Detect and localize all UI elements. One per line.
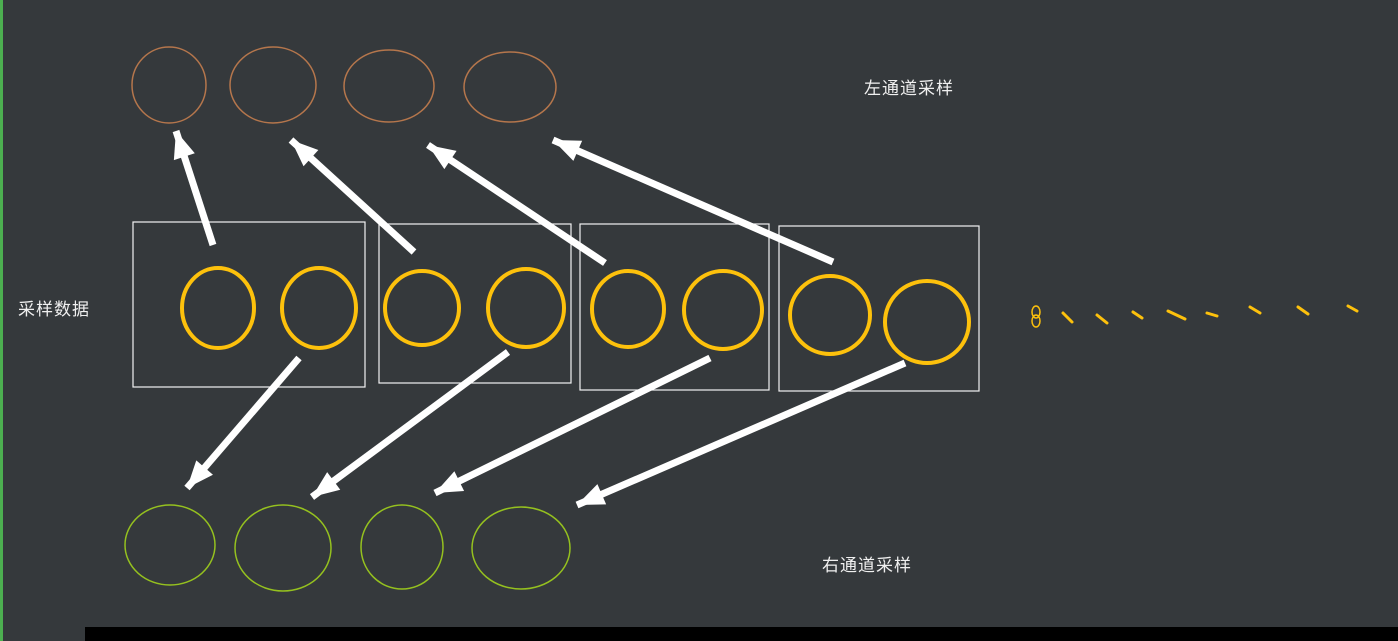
- sample-frame-box: [579, 223, 770, 391]
- sample-circle: [883, 279, 971, 365]
- continuation-dash: [1296, 305, 1310, 316]
- right-channel-sample-ellipse: [360, 504, 444, 590]
- sample-circle: [682, 269, 764, 351]
- sample-circle: [486, 267, 566, 349]
- continuation-dash: [1095, 313, 1109, 325]
- left-channel-sample-ellipse: [131, 46, 207, 124]
- arrow-to-right-channel: [184, 355, 302, 491]
- sample-circle: [788, 274, 872, 356]
- right-channel-label: 右通道采样: [822, 556, 912, 575]
- source-data-label: 采样数据: [18, 300, 90, 319]
- right-channel-sample-ellipse: [471, 506, 571, 590]
- left-channel-sample-ellipse: [463, 51, 557, 123]
- right-channel-sample-ellipse: [124, 504, 216, 586]
- sample-frame-box: [378, 223, 572, 384]
- screen-share-left-border: [0, 0, 3, 641]
- left-channel-sample-ellipse: [343, 49, 435, 123]
- left-channel-label: 左通道采样: [864, 79, 954, 98]
- sample-circle: [383, 269, 461, 347]
- arrow-to-right-channel: [575, 359, 907, 509]
- right-channel-sample-ellipse: [234, 504, 332, 592]
- continuation-dash: [1248, 305, 1262, 315]
- sample-circle: [280, 266, 358, 350]
- left-channel-sample-ellipse: [229, 46, 317, 124]
- sample-circle: [180, 266, 256, 350]
- arrow-to-right-channel: [309, 349, 511, 500]
- continuation-dash: [1131, 310, 1144, 320]
- arrow-to-left-channel: [551, 136, 835, 266]
- sample-frame-box: [132, 221, 366, 388]
- sample-circle: [590, 269, 666, 349]
- continuation-dash: [1061, 311, 1074, 324]
- arrow-to-right-channel: [433, 354, 712, 497]
- continuation-squiggle: [1031, 314, 1041, 328]
- arrow-to-left-channel: [172, 129, 217, 247]
- continuation-dash: [1346, 304, 1359, 313]
- continuation-dash: [1205, 311, 1219, 318]
- taskbar-strip: [85, 627, 1398, 641]
- continuation-dash: [1166, 309, 1187, 321]
- continuation-squiggle: [1031, 305, 1041, 319]
- sample-frame-box: [778, 225, 980, 392]
- arrow-to-left-channel: [288, 137, 417, 255]
- arrow-to-left-channel: [426, 142, 607, 266]
